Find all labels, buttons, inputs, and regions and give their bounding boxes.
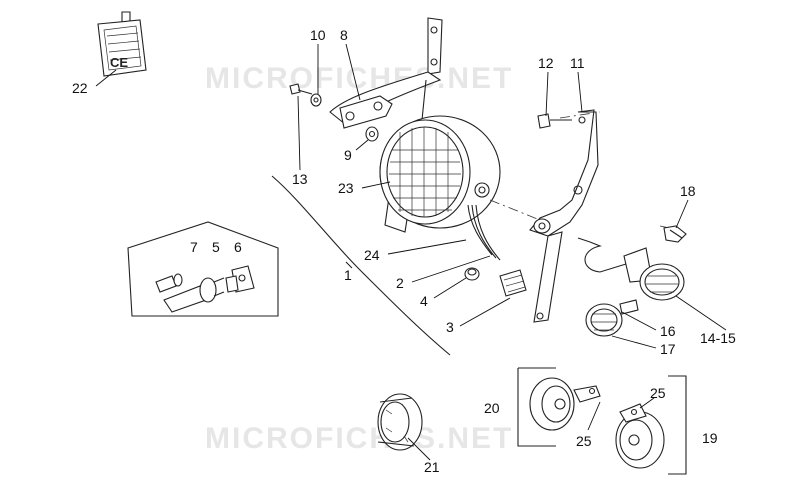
- label-18: 18: [680, 183, 696, 199]
- label-19: 19: [702, 430, 718, 446]
- bolt-13: [289, 83, 313, 95]
- label-22: 22: [72, 80, 88, 96]
- headlight-23: [379, 115, 501, 233]
- watermark-top: MICROFICHES.NET: [205, 62, 513, 95]
- grommet-4: [464, 267, 480, 281]
- leader-lines: [95, 43, 727, 461]
- label-21: 21: [424, 459, 440, 475]
- axis-line-2: [559, 111, 601, 119]
- label-17: 17: [660, 341, 676, 357]
- callout-labels: 22 10 8 13 9 12 11 23 24 1 2 4 3 18 14-1…: [72, 27, 736, 475]
- headlight-wires: [467, 204, 501, 261]
- label-1: 1: [344, 267, 352, 283]
- indicator-lens: [585, 299, 639, 337]
- headlight-bulb-5: [163, 277, 225, 313]
- watermark-bottom: MICROFICHES.NET: [205, 422, 513, 455]
- washer: [310, 93, 322, 107]
- label-6: 6: [234, 239, 242, 255]
- label-12: 12: [538, 55, 554, 71]
- label-3: 3: [446, 319, 454, 335]
- label-10: 10: [310, 27, 326, 43]
- label-25-a: 25: [576, 433, 592, 449]
- label-16: 16: [660, 323, 676, 339]
- screw-12: [537, 113, 572, 129]
- label-5: 5: [212, 239, 220, 255]
- ce-mark: CE: [110, 55, 128, 70]
- label-7: 7: [190, 239, 198, 255]
- label-23: 23: [338, 180, 354, 196]
- connector-3: [499, 269, 527, 297]
- trim-ring-21: [377, 393, 423, 451]
- screw-18: [663, 225, 687, 243]
- nut-9: [365, 126, 379, 142]
- label-11: 11: [570, 55, 585, 71]
- axis-line-3: [659, 225, 681, 231]
- label-8: 8: [340, 27, 348, 43]
- label-4: 4: [420, 293, 428, 309]
- horn-19: [615, 375, 687, 475]
- label-24: 24: [364, 247, 380, 263]
- horn-20: [517, 367, 601, 447]
- small-bulb-7: [155, 273, 183, 293]
- indicator-bracket-11: [529, 109, 599, 323]
- front-indicator: [577, 237, 685, 301]
- axis-line: [489, 199, 541, 221]
- label-14-15: 14-15: [700, 330, 736, 346]
- label-25-b: 25: [650, 385, 666, 401]
- label-13: 13: [292, 171, 308, 187]
- label-9: 9: [344, 147, 352, 163]
- label-2: 2: [396, 275, 404, 291]
- label-20: 20: [484, 400, 500, 416]
- ce-label-plate: CE: [97, 11, 147, 77]
- bulb-holder-6: [225, 265, 255, 293]
- bulb-kit-box: [127, 221, 279, 317]
- fairing-outline: [271, 175, 451, 356]
